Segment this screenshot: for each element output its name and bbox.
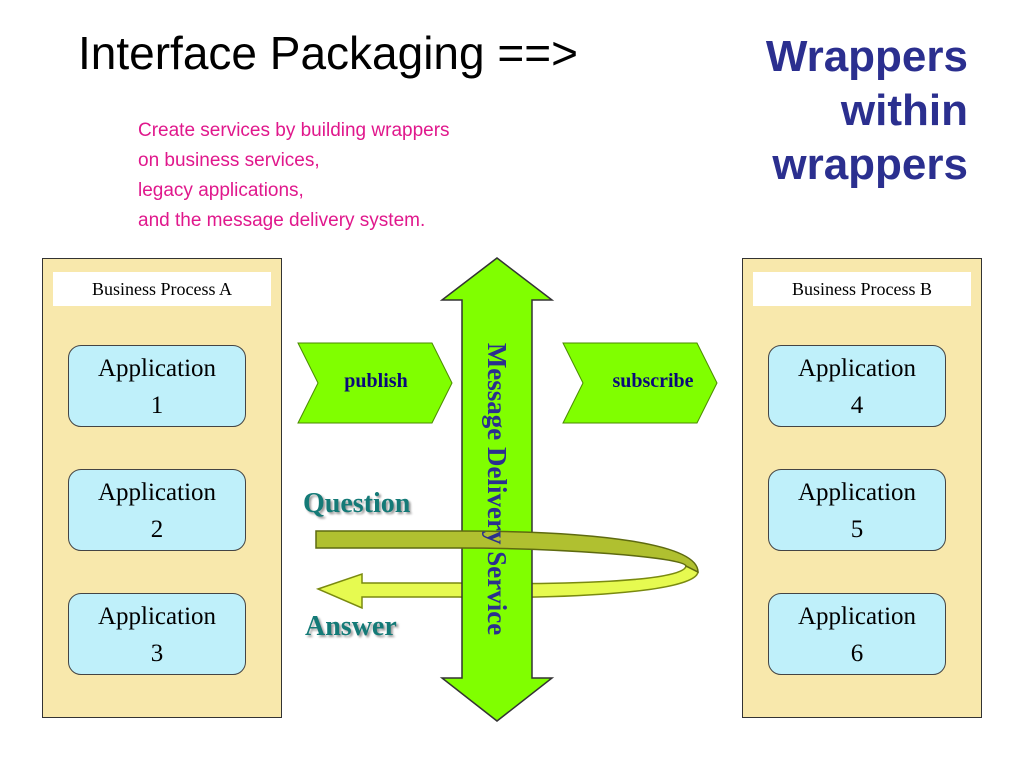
title-accent-line-1: Wrappers <box>765 32 968 81</box>
business-process-a-panel: Business Process A Application 1 Applica… <box>42 258 282 718</box>
application-6-box: Application 6 <box>768 593 946 675</box>
application-6-title: Application <box>797 603 917 630</box>
slide-title-accent: Wrappers within wrappers <box>688 30 968 192</box>
subtitle-line-2: on business services, <box>138 150 320 171</box>
message-delivery-service-label: Message Delivery Service <box>482 342 512 636</box>
application-3-number: 3 <box>150 640 164 667</box>
subtitle-text: Create services by building wrappers on … <box>138 116 450 236</box>
question-loop-band <box>315 530 699 574</box>
application-3-box: Application 3 <box>68 593 246 675</box>
title-accent-line-2: within <box>840 86 968 135</box>
application-4-box: Application 4 <box>768 345 946 427</box>
application-2-title: Application <box>97 479 217 506</box>
application-6-number: 6 <box>850 640 864 667</box>
business-process-b-panel: Business Process B Application 4 Applica… <box>742 258 982 718</box>
slide-title: Interface Packaging ==> <box>78 27 578 79</box>
business-process-b-label: Business Process B <box>753 272 971 306</box>
message-bus-arrow <box>439 257 555 722</box>
subtitle-line-3: legacy applications, <box>138 180 304 201</box>
subtitle-line-4: and the message delivery system. <box>138 210 426 231</box>
application-1-box: Application 1 <box>68 345 246 427</box>
application-1-number: 1 <box>150 392 164 419</box>
application-1-title: Application <box>97 355 217 382</box>
application-5-box: Application 5 <box>768 469 946 551</box>
subscribe-label: subscribe <box>612 370 694 392</box>
application-2-box: Application 2 <box>68 469 246 551</box>
application-3-title: Application <box>97 603 217 630</box>
question-label: Question <box>303 488 411 519</box>
application-4-title: Application <box>797 355 917 382</box>
subtitle-line-1: Create services by building wrappers <box>138 120 450 141</box>
title-accent-line-3: wrappers <box>772 140 968 189</box>
application-4-number: 4 <box>850 392 864 419</box>
answer-label: Answer <box>305 611 397 642</box>
publish-label: publish <box>344 370 408 392</box>
application-2-number: 2 <box>150 516 164 543</box>
subscribe-arrow <box>562 342 718 424</box>
publish-arrow <box>297 342 453 424</box>
application-5-number: 5 <box>850 516 864 543</box>
application-5-title: Application <box>797 479 917 506</box>
business-process-a-label: Business Process A <box>53 272 271 306</box>
